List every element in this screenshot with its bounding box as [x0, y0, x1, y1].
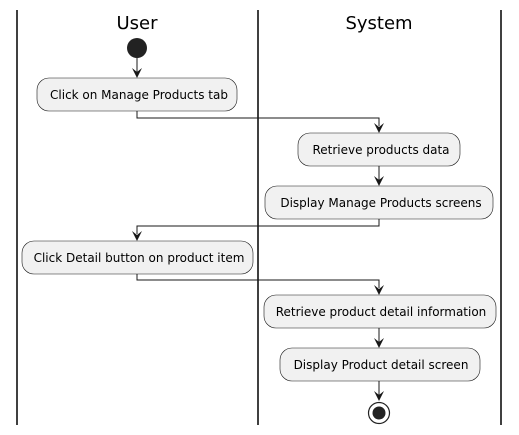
action-display-product-detail-label: Display Product detail screen: [294, 358, 469, 372]
lane-title-system: System: [345, 13, 412, 34]
action-click-detail-button-label: Click Detail button on product item: [34, 251, 245, 265]
action-click-manage-products-label: Click on Manage Products tab: [50, 88, 228, 102]
start-node: [127, 38, 147, 58]
action-retrieve-product-detail: [263, 294, 497, 329]
arrowhead: [132, 231, 142, 241]
action-retrieve-products-label: Retrieve products data: [312, 143, 449, 157]
arrowhead: [132, 68, 142, 78]
edge-click-to-retrieve: [136, 111, 380, 126]
arrowhead: [374, 123, 384, 133]
arrowhead: [374, 176, 384, 186]
action-display-manage-products-label: Display Manage Products screens: [280, 196, 481, 210]
action-display-product-detail: [279, 347, 481, 382]
arrowhead: [374, 391, 384, 401]
edge-click-detail-to-retrieve: [136, 274, 380, 288]
end-node-inner: [372, 406, 386, 420]
arrowhead: [374, 285, 384, 295]
action-retrieve-product-detail-label: Retrieve product detail information: [276, 305, 487, 319]
lane-title-user: User: [116, 13, 158, 34]
end-node-outer: [367, 401, 391, 425]
arrowhead: [374, 338, 384, 348]
edge-display-to-click-detail: [136, 219, 380, 234]
